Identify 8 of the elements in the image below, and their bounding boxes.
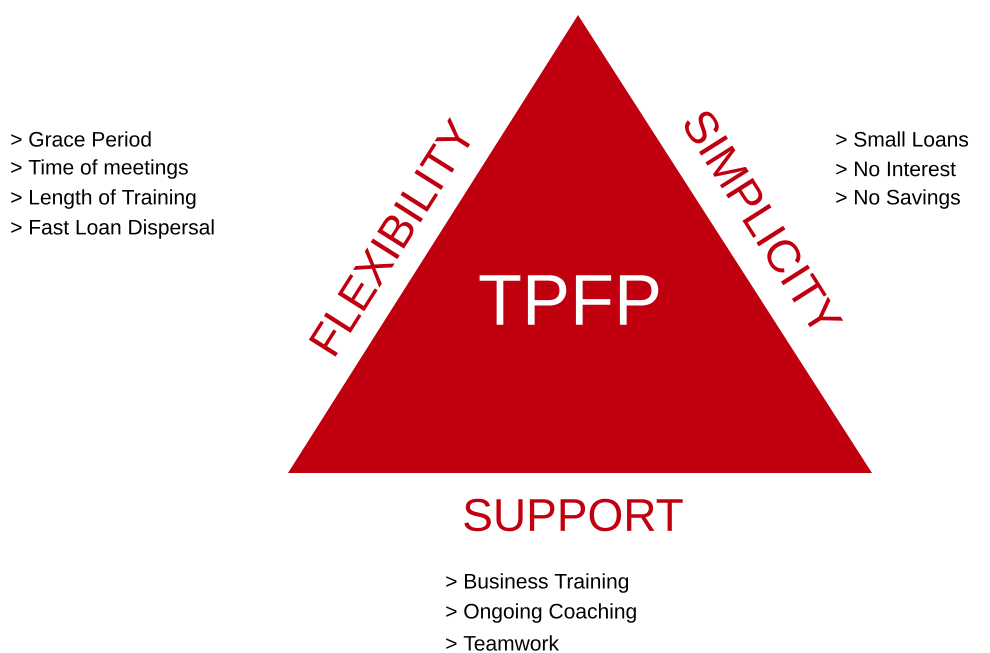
bullet-text: > Time of meetings <box>11 159 188 179</box>
bullet-text: > Fast Loan Dispersal <box>11 219 214 239</box>
bullet-text: > Ongoing Coaching <box>446 603 636 623</box>
bullet-text: > Length of Training <box>11 189 196 209</box>
bullet-text: > Business Training <box>446 573 628 593</box>
bullet-text: > Teamwork <box>446 635 559 651</box>
bullet-text: > Grace Period <box>11 131 151 147</box>
side-label: SUPPORT <box>464 498 683 532</box>
